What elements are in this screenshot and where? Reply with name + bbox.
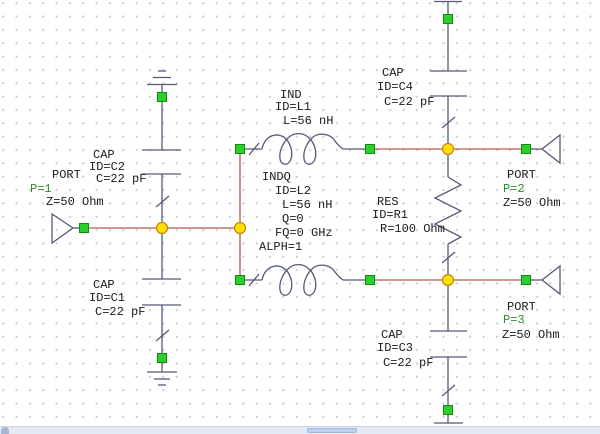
wires[interactable] [84, 148, 526, 281]
inductor-l1-symbol[interactable] [244, 132, 365, 165]
capacitor-c3-symbol[interactable] [430, 285, 467, 406]
ind-l2-q-label[interactable]: Q=0 [282, 212, 304, 226]
cap-c4-id-label[interactable]: ID=C4 [377, 80, 414, 94]
connection-node[interactable] [443, 405, 453, 415]
ind-l2-value-label[interactable]: L=56 nH [282, 198, 333, 212]
cap-c3-value-label[interactable]: C=22 pF [383, 356, 434, 370]
wire-junction[interactable] [233, 221, 247, 235]
port-triangle-icon [51, 212, 75, 245]
cap-c2-type-label[interactable]: CAP [93, 148, 115, 162]
connection-node[interactable] [157, 353, 167, 363]
port2-p-label[interactable]: P=2 [503, 182, 525, 196]
res-r1-id-label[interactable]: ID=R1 [372, 208, 409, 222]
port1-p-label[interactable]: P=1 [30, 182, 52, 196]
wire-junctions[interactable] [155, 142, 455, 287]
ground-symbol-top-left[interactable] [147, 70, 177, 93]
port2-z-label[interactable]: Z=50 Ohm [503, 196, 561, 210]
port-triangle-icon [540, 133, 561, 165]
port-3-symbol[interactable] [530, 264, 561, 296]
pin-slash [441, 251, 456, 264]
ground-symbol-top-right[interactable] [434, 0, 462, 16]
connection-node[interactable] [443, 14, 453, 24]
pin-slash [441, 116, 456, 129]
connection-node[interactable] [521, 144, 531, 154]
port2-type-label[interactable]: PORT [507, 168, 536, 182]
port3-p-label[interactable]: P=3 [503, 313, 525, 327]
ind-coil [261, 263, 344, 296]
cap-c2-value-label[interactable]: C=22 pF [96, 172, 147, 186]
wire-junction[interactable] [441, 273, 455, 287]
port-2-symbol[interactable] [530, 133, 561, 165]
cap-c4-value-label[interactable]: C=22 pF [384, 95, 435, 109]
port1-type-label[interactable]: PORT [52, 168, 81, 182]
connection-node[interactable] [235, 275, 245, 285]
pin-slash [155, 195, 170, 208]
cap-c1-value-label[interactable]: C=22 pF [95, 305, 146, 319]
connection-node[interactable] [365, 144, 375, 154]
connection-node[interactable] [521, 275, 531, 285]
res-zigzag [433, 176, 463, 245]
res-r1-type-label[interactable]: RES [377, 195, 399, 209]
wire-junction[interactable] [441, 142, 455, 156]
inductor-l2-symbol[interactable] [244, 263, 365, 296]
ground-symbol-bottom-right[interactable] [434, 414, 463, 424]
res-r1-value-label[interactable]: R=100 Ohm [380, 222, 445, 236]
port1-z-label[interactable]: Z=50 Ohm [46, 195, 104, 209]
wire-junction[interactable] [155, 221, 169, 235]
ind-l2-id-label[interactable]: ID=L2 [275, 184, 312, 198]
pin-slash [248, 142, 260, 156]
port3-type-label[interactable]: PORT [507, 300, 536, 314]
connection-node[interactable] [235, 144, 245, 154]
ind-l2-alph-label[interactable]: ALPH=1 [259, 240, 303, 254]
capacitor-c4-symbol[interactable] [430, 23, 467, 145]
connection-nodes[interactable] [79, 14, 531, 415]
pin-slash [155, 329, 170, 342]
ground-symbol-bottom-left[interactable] [147, 362, 177, 386]
ind-l1-id-label[interactable]: ID=L1 [275, 100, 312, 114]
port3-z-label[interactable]: Z=50 Ohm [502, 328, 560, 342]
cap-c1-type-label[interactable]: CAP [93, 278, 115, 292]
scrollbar-thumb[interactable] [307, 428, 357, 433]
ind-l2-fq-label[interactable]: FQ=0 GHz [275, 226, 333, 240]
ind-l2-type-label[interactable]: INDQ [262, 170, 291, 184]
connection-node[interactable] [365, 275, 375, 285]
ind-l1-value-label[interactable]: L=56 nH [283, 114, 334, 128]
cap-c3-type-label[interactable]: CAP [381, 328, 403, 342]
capacitor-c1-symbol[interactable] [142, 233, 181, 354]
cap-c3-id-label[interactable]: ID=C3 [377, 341, 414, 355]
pin-slash [441, 384, 456, 397]
cap-c1-id-label[interactable]: ID=C1 [89, 291, 126, 305]
ind-coil [261, 132, 344, 165]
horizontal-scrollbar[interactable] [0, 426, 600, 434]
window-corner-glyph [1, 427, 9, 434]
ind-l1-type-label[interactable]: IND [280, 88, 302, 102]
port-triangle-icon [540, 264, 561, 296]
cap-c4-type-label[interactable]: CAP [382, 66, 404, 80]
connection-node[interactable] [157, 92, 167, 102]
capacitor-c2-symbol[interactable] [142, 101, 181, 224]
cap-c2-id-label[interactable]: ID=C2 [89, 160, 126, 174]
port-1-symbol[interactable] [51, 212, 80, 245]
connection-node[interactable] [79, 223, 89, 233]
resistor-r1-symbol[interactable] [433, 154, 463, 275]
pin-slash [248, 273, 260, 287]
